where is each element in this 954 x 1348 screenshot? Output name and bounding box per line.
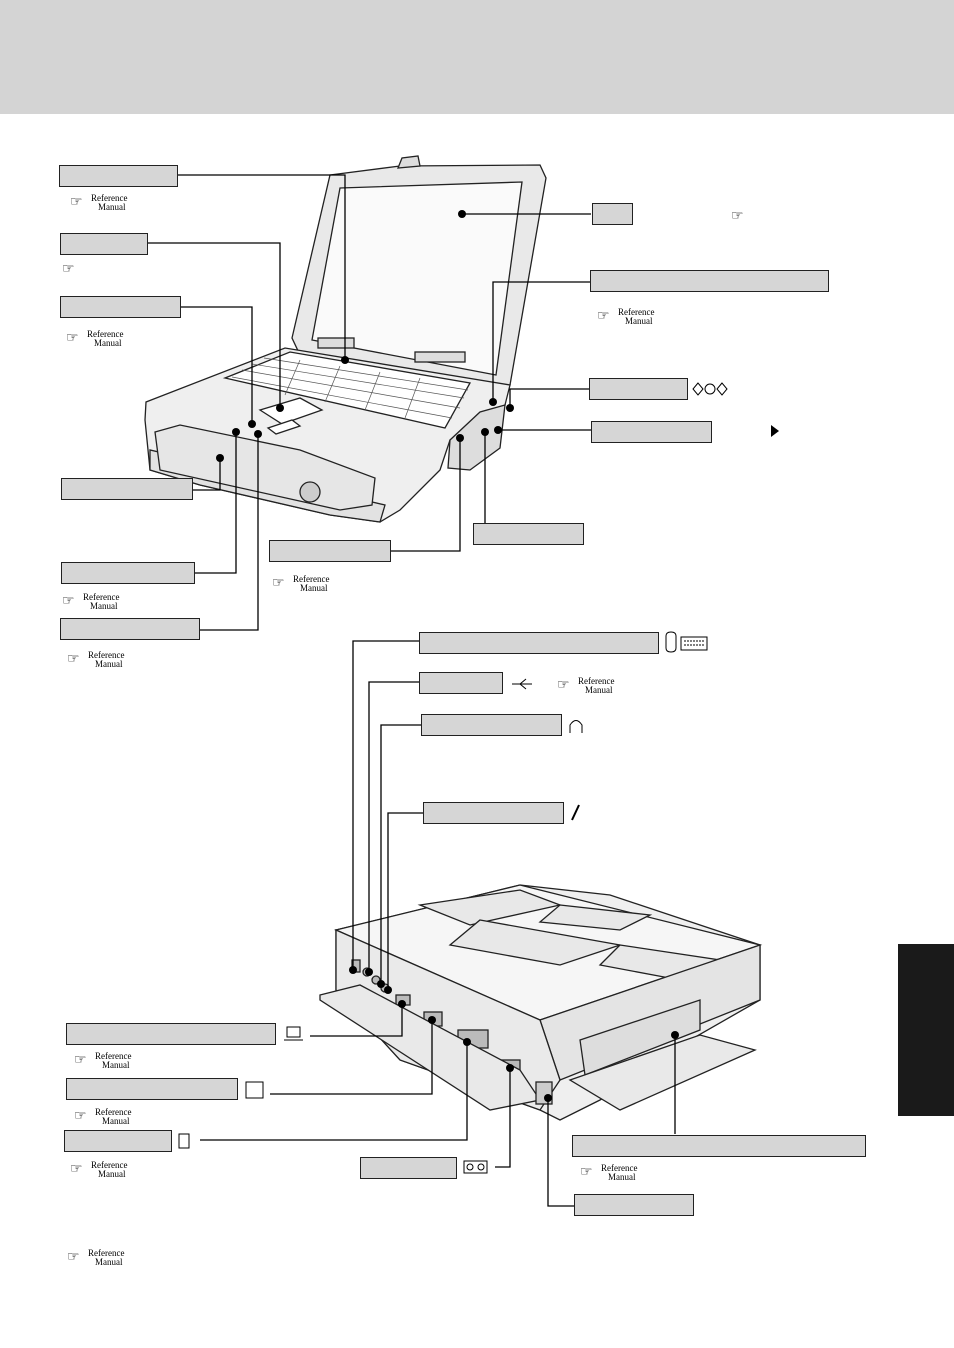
pointing-hand-icon: ☞	[74, 1052, 87, 1068]
pointing-hand-icon: ☞	[731, 208, 744, 224]
label-box-lcd	[592, 203, 633, 225]
reference-note: ☞ Reference Manual	[66, 329, 124, 348]
reference-note: ☞ Reference Manual	[74, 1107, 132, 1126]
usb-icon	[512, 678, 532, 690]
reference-note: ☞ Reference Manual	[272, 574, 330, 593]
mouse-icon	[665, 631, 677, 653]
label-box-touch-pad	[60, 233, 148, 255]
side-index-tab	[898, 944, 954, 1116]
label-box-headphone-jack	[421, 714, 562, 736]
microphone-icon	[571, 804, 580, 821]
pointing-hand-icon: ☞	[66, 330, 79, 346]
dc-in-icon	[692, 382, 704, 396]
reference-note: ☞ Reference Manual	[597, 307, 655, 326]
label-box-microphone-jack	[423, 802, 564, 824]
label-box-security-lock	[473, 523, 584, 545]
label-box-modem-port	[590, 270, 829, 292]
label-box-handle	[61, 478, 193, 500]
label-box-ventilation	[574, 1194, 694, 1216]
reference-note: ☞ Reference Manual	[70, 193, 128, 212]
header-band	[0, 0, 954, 114]
reference-note: ☞ Reference Manual	[62, 592, 120, 611]
label-box-left-button	[60, 296, 181, 318]
pointing-hand-icon: ☞	[70, 1161, 83, 1177]
arrow-right-icon	[771, 425, 779, 437]
monitor-icon	[245, 1081, 264, 1099]
serial-icon	[463, 1160, 488, 1174]
pointing-hand-icon: ☞	[597, 308, 610, 324]
leader-lines	[147, 174, 676, 1207]
reference-note: ☞ Reference Manual	[580, 1163, 638, 1182]
label-box-usb-port	[419, 672, 503, 694]
reference-note: ☞ Reference Manual	[557, 676, 615, 695]
label-box-mouse-keyboard-port	[419, 632, 659, 654]
label-box-keyboard	[59, 165, 178, 187]
pointing-hand-icon: ☞	[62, 593, 75, 609]
pointing-hand-icon: ☞	[62, 261, 75, 277]
reference-note: ☞ Reference Manual	[70, 1160, 128, 1179]
label-box-right-button	[60, 618, 200, 640]
label-box-lan-port	[591, 421, 712, 443]
laptop-rear-illustration	[319, 884, 763, 1121]
pointing-hand-icon: ☞	[67, 651, 80, 667]
label-box-expansion-bus-connector	[66, 1023, 276, 1045]
leader-dots	[216, 210, 679, 1102]
pointing-hand-icon: ☞	[580, 1164, 593, 1180]
computer-icon	[286, 1026, 301, 1038]
reference-note: ☞ Reference Manual	[67, 1248, 125, 1267]
pointing-hand-icon: ☞	[557, 677, 570, 693]
label-box-serial-port	[360, 1157, 457, 1179]
pointing-hand-icon: ☞	[74, 1108, 87, 1124]
reference-note: ☞ Reference Manual	[67, 650, 125, 669]
label-box-dc-in-jack	[589, 378, 688, 400]
keyboard-icon	[680, 636, 708, 651]
label-box-external-display-port	[66, 1078, 238, 1100]
port-symbols	[178, 382, 728, 1174]
headphone-icon	[569, 720, 583, 733]
label-box-printer-port	[64, 1130, 172, 1152]
pointing-hand-icon: ☞	[67, 1249, 80, 1265]
reference-note: ☞ Reference Manual	[74, 1051, 132, 1070]
laptop-open-illustration	[144, 155, 547, 523]
pointing-hand-icon: ☞	[272, 575, 285, 591]
label-box-scroll-button	[61, 562, 195, 584]
label-box-pc-card-slot	[269, 540, 391, 562]
label-box-multimedia-pocket	[572, 1135, 866, 1157]
printer-icon	[178, 1133, 190, 1149]
pointing-hand-icon: ☞	[70, 194, 83, 210]
